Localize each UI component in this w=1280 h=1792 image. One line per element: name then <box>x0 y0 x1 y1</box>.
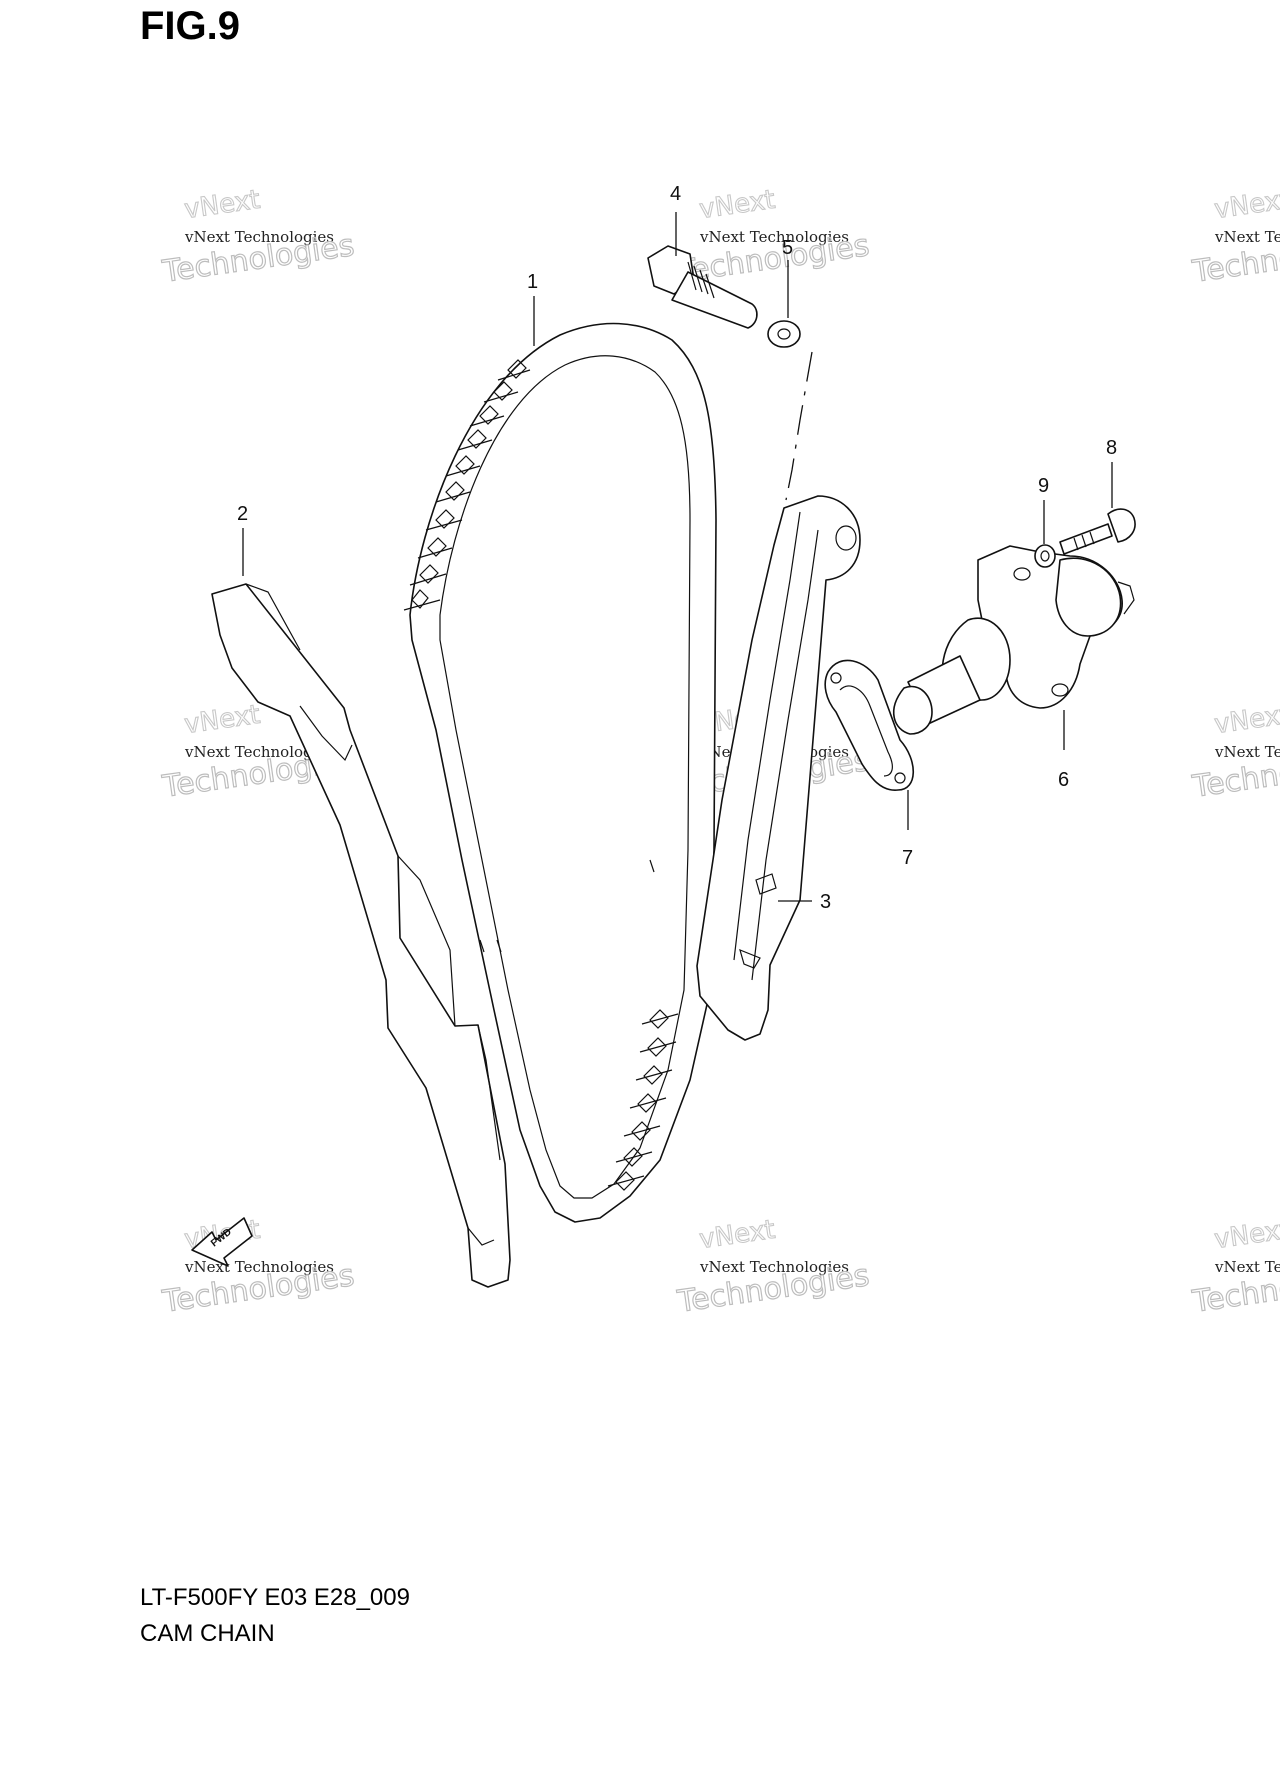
callout-5: 5 <box>782 237 793 259</box>
watermark-line1: vNext <box>183 185 262 225</box>
fwd-arrow-icon: FWD <box>191 1217 253 1267</box>
part-8-tensioner-bolt <box>1059 508 1136 555</box>
watermark: vNext vNext Technologies Technologies <box>1189 1214 1280 1320</box>
watermark-line2: vNext Technologies <box>699 228 849 246</box>
chain-links-upper <box>403 359 531 611</box>
callout-2: 2 <box>237 503 248 525</box>
part-3-tensioner-guide <box>696 495 861 1041</box>
watermark-line2: vNext Technologies <box>1214 228 1280 246</box>
watermark-line1: vNext <box>1213 185 1280 225</box>
watermark: vNext vNext Technologies Technologies <box>1189 699 1280 805</box>
watermark-line2: vNext Technologies <box>184 228 334 246</box>
watermark-line2: vNext Technologies <box>1214 743 1280 761</box>
callout-9: 9 <box>1038 475 1049 497</box>
callout-3: 3 <box>820 891 831 913</box>
watermark: vNext vNext Technologies Technologies <box>674 1214 872 1320</box>
diagram-caption: CAM CHAIN <box>140 1620 275 1647</box>
figure-title: FIG.9 <box>140 4 241 48</box>
watermark: vNext vNext Technologies Technologies <box>159 1214 357 1320</box>
callout-6: 6 <box>1058 769 1069 791</box>
part-6-tensioner-adjuster <box>893 545 1135 735</box>
callout-1: 1 <box>527 271 538 293</box>
callout-7: 7 <box>902 847 913 869</box>
watermark-line1: vNext <box>698 185 777 225</box>
model-code: LT-F500FY E03 E28_009 <box>140 1584 410 1611</box>
watermark: vNext vNext Technologies Technologies <box>159 184 357 290</box>
part-1-cam-chain <box>403 322 717 1223</box>
watermark: vNext vNext Technologies Technologies <box>674 184 872 290</box>
watermark-line2: vNext Technologies <box>699 1258 849 1276</box>
watermark-line1: vNext <box>1213 700 1280 740</box>
watermark-line2: vNext Technologies <box>1214 1258 1280 1276</box>
part-5-washer <box>767 320 801 348</box>
callouts: 1 2 3 4 5 6 7 8 9 <box>237 183 1117 913</box>
part-4-pivot-bolt <box>647 245 758 329</box>
part-9-washer <box>1034 544 1056 568</box>
watermark-line1: vNext <box>698 1215 777 1255</box>
assembly-dash-line <box>785 351 813 501</box>
callout-8: 8 <box>1106 437 1117 459</box>
callout-4: 4 <box>670 183 681 205</box>
watermark-line2: vNext Technologies <box>184 743 334 761</box>
watermark-line1: vNext <box>183 700 262 740</box>
watermark-line1: vNext <box>1213 1215 1280 1255</box>
leader-lines <box>242 212 1113 902</box>
part-7-gasket <box>824 659 914 791</box>
chain-links-lower <box>607 1009 679 1191</box>
watermark: vNext vNext Technologies Technologies <box>1189 184 1280 290</box>
part-2-chain-guide <box>211 583 511 1288</box>
